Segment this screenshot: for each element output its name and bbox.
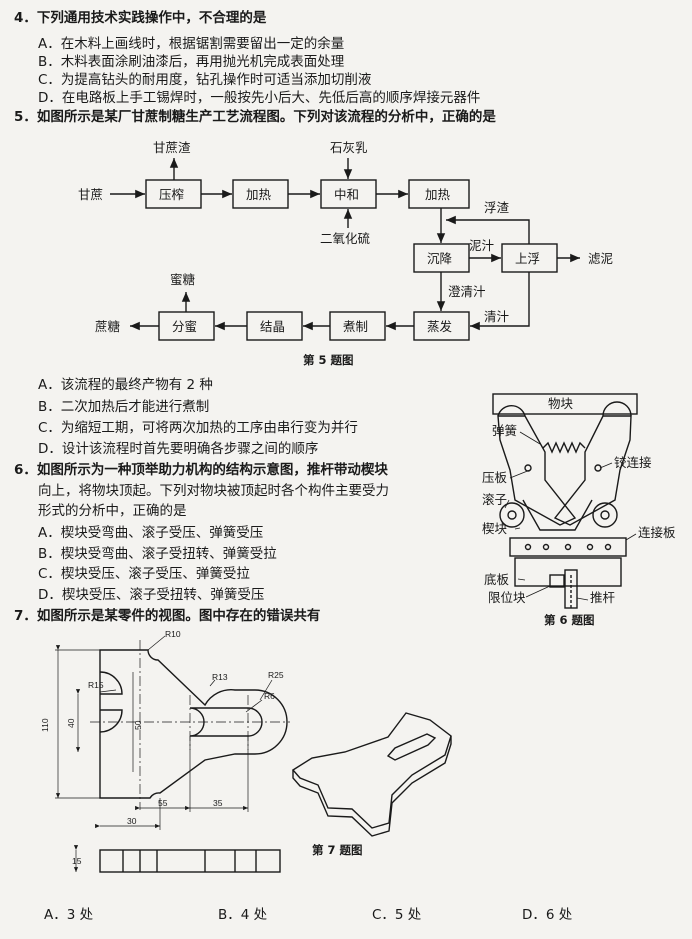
q5-option-b: B．二次加热后才能进行煮制: [38, 399, 210, 415]
dim-r13: R13: [212, 672, 228, 682]
q7-answer-b: B．4 处: [218, 907, 268, 923]
label-limit: 限位块: [488, 590, 526, 605]
label-sugar: 蔗糖: [95, 319, 121, 334]
part-outline: [99, 649, 288, 799]
q6-option-b: B．楔块受弯曲、滚子受扭转、弹簧受拉: [38, 546, 277, 562]
dim-r15: R15: [88, 680, 104, 690]
q7-bottom-view: [73, 845, 281, 873]
label-press-plate: 压板: [482, 470, 508, 485]
left-press-plate: [497, 415, 577, 526]
label-clean-juice: 清汁: [484, 309, 510, 324]
dim-r25: R25: [268, 670, 284, 680]
bottom-view-rect: [99, 849, 281, 873]
label-heat1: 加热: [246, 187, 272, 202]
q4-option-a: A．在木料上画线时，根据锯割需要留出一定的余量: [38, 36, 345, 52]
q5-option-c: C．为缩短工期，可将两次加热的工序由串行变为并行: [38, 420, 358, 436]
label-hinge: 铰连接: [614, 455, 652, 470]
spring-part: [542, 441, 586, 454]
q5-option-d: D．设计该流程时首先要明确各步骤之间的顺序: [38, 441, 319, 457]
label-neutralize: 中和: [334, 187, 359, 202]
label-push-rod: 推杆: [590, 590, 616, 605]
label-scum: 浮渣: [484, 200, 510, 215]
label-evaporate: 蒸发: [427, 319, 453, 334]
label-block: 物块: [548, 396, 574, 411]
q7-answer-a: A．3 处: [44, 907, 94, 923]
q7-dimension-labels: R10 R13 R25 R15 R6 110 40 50 55 35 30 15…: [40, 629, 363, 866]
q6-option-c: C．楔块受压、滚子受压、弹簧受拉: [38, 566, 250, 582]
wedge-part: [522, 499, 593, 531]
dim-110: 110: [40, 718, 50, 732]
label-lime: 石灰乳: [330, 140, 368, 155]
dim-35: 35: [213, 798, 223, 808]
q6-mechanism: [492, 393, 638, 609]
label-crystallize: 结晶: [260, 319, 285, 334]
link-plate-part: [509, 537, 627, 557]
box-heat2: [408, 179, 470, 209]
label-bagasse: 甘蔗渣: [153, 140, 191, 155]
label-settle: 沉降: [427, 251, 453, 266]
left-hinge: [524, 464, 532, 472]
label-wedge: 楔块: [482, 521, 508, 536]
q6-stem-line3: 形式的分析中，正确的是: [38, 503, 187, 519]
base-plate-part: [514, 557, 622, 587]
dim-55: 55: [158, 798, 168, 808]
label-clear-juice: 澄清汁: [448, 284, 486, 299]
q6-caption: 第 6 题图: [544, 613, 595, 627]
q6-option-a: A．楔块受弯曲、滚子受压、弹簧受压: [38, 525, 264, 541]
right-top-arc: [602, 401, 632, 417]
left-top-arc: [497, 405, 526, 417]
dim-40: 40: [66, 718, 76, 728]
left-roller: [499, 502, 525, 528]
label-filter-mud: 滤泥: [588, 251, 613, 266]
block-part: [492, 393, 638, 415]
label-roller: 滚子: [482, 492, 507, 507]
label-base: 底板: [484, 572, 510, 587]
q5-flowchart: [110, 158, 580, 341]
lower-notch: [99, 709, 123, 733]
dim-r10: R10: [165, 629, 181, 639]
label-input: 甘蔗: [78, 187, 103, 202]
q7-answer-c: C．5 处: [372, 907, 422, 923]
q6-option-d: D．楔块受压、滚子受扭转、弹簧受压: [38, 587, 265, 603]
label-press: 压榨: [159, 187, 184, 202]
q7-caption: 第 7 题图: [312, 843, 363, 857]
label-separate: 分蜜: [172, 319, 197, 334]
right-roller: [592, 502, 618, 528]
q4-option-d: D．在电路板上手工锡焊时，一般按先小后大、先低后高的顺序焊接元器件: [38, 90, 481, 106]
q7-stem: 7．如图所示是某零件的视图。图中存在的错误共有: [14, 608, 321, 624]
q4-option-c: C．为提高钻头的耐用度，钻孔操作时可适当添加切削液: [38, 72, 372, 88]
iso-top: [291, 712, 452, 829]
q5-option-a: A．该流程的最终产物有 2 种: [38, 377, 213, 393]
label-so2: 二氧化硫: [320, 231, 371, 246]
label-boil: 煮制: [343, 319, 368, 334]
iso-slot: [386, 733, 437, 761]
label-mud-juice: 泥汁: [469, 238, 495, 253]
q5-flow-labels: 压榨 加热 中和 加热 沉降 上浮 蒸发 煮制 结晶 分蜜 甘蔗 甘蔗渣 石灰乳…: [78, 140, 613, 367]
label-spring: 弹簧: [492, 423, 517, 438]
q4-option-b: B．木料表面涂刷油漆后，再用抛光机完成表面处理: [38, 54, 345, 70]
q4-stem: 4．下列通用技术实践操作中，不合理的是: [14, 10, 267, 26]
q5-caption: 第 5 题图: [303, 353, 354, 367]
dim-15: 15: [72, 856, 82, 866]
q7-front-view: [55, 635, 290, 830]
q7-isometric-view: [291, 712, 452, 837]
label-link-plate: 连接板: [638, 525, 676, 540]
right-press-plate: [553, 415, 632, 526]
label-molasses: 蜜糖: [170, 272, 196, 287]
dim-r6: R6: [264, 691, 275, 701]
iso-side: [292, 736, 452, 837]
q6-stem-line1: 6．如图所示为一种顶举助力机构的结构示意图，推杆带动楔块: [14, 462, 388, 478]
limit-block-part: [549, 574, 565, 588]
dim-50: 50: [133, 720, 143, 730]
upper-notch: [99, 671, 123, 695]
label-float: 上浮: [515, 251, 540, 266]
q6-stem-line2: 向上，将物块顶起。下列对物块被顶起时各个构件主要受力: [38, 483, 389, 499]
q7-answer-d: D．6 处: [522, 907, 573, 923]
q5-stem: 5．如图所示是某厂甘蔗制糖生产工艺流程图。下列对该流程的分析中，正确的是: [14, 109, 496, 125]
label-heat2: 加热: [425, 187, 451, 202]
dim-30: 30: [127, 816, 137, 826]
q6-labels: 物块 弹簧 压板 铰连接 滚子 楔块 连接板 底板 限位块 推杆 第 6 题图: [482, 396, 676, 627]
